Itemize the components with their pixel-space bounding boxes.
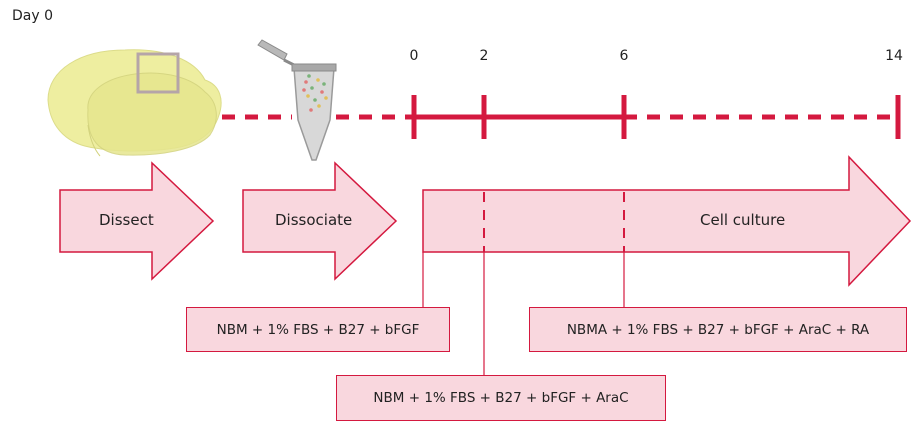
dissociate-arrow bbox=[242, 161, 398, 281]
brain-icon bbox=[47, 49, 222, 157]
tick-label-2: 2 bbox=[479, 48, 489, 64]
medium-box-day6: NBMA + 1% FBS + B27 + bFGF + AraC + RA bbox=[529, 307, 907, 352]
microcentrifuge-tube-icon bbox=[257, 39, 337, 161]
tick-label-6: 6 bbox=[619, 48, 629, 64]
tick-label-0: 0 bbox=[409, 48, 419, 64]
cell-culture-label: Cell culture bbox=[700, 211, 786, 229]
dissect-arrow bbox=[59, 161, 215, 281]
dissect-label: Dissect bbox=[99, 211, 154, 229]
medium-box-day2: NBM + 1% FBS + B27 + bFGF + AraC bbox=[336, 375, 666, 421]
tick-label-14: 14 bbox=[885, 48, 903, 64]
dissociate-label: Dissociate bbox=[275, 211, 353, 229]
day-label: Day 0 bbox=[12, 8, 54, 24]
cell-culture-arrow bbox=[422, 155, 912, 287]
medium-box-day0: NBM + 1% FBS + B27 + bFGF bbox=[186, 307, 450, 352]
